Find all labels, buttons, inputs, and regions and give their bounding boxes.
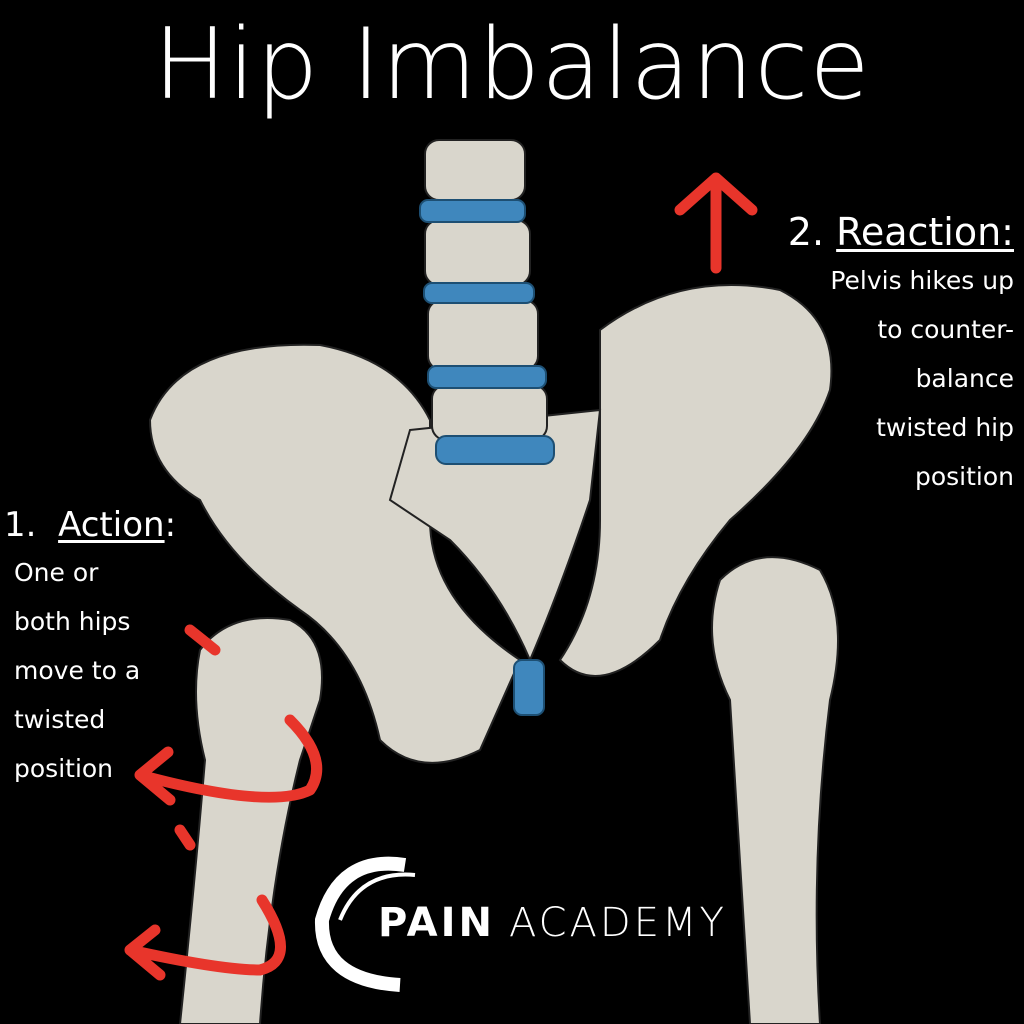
- action-block: 1. Action: One or both hips move to a tw…: [4, 502, 176, 793]
- page-title: Hip Imbalance: [153, 8, 871, 122]
- action-line: One or: [14, 558, 99, 587]
- action-line: position: [14, 754, 114, 783]
- right-ilium: [558, 284, 833, 677]
- reaction-line: Pelvis hikes up: [830, 266, 1014, 295]
- vertebra: [424, 219, 531, 286]
- action-heading: 1. Action:: [4, 502, 176, 548]
- reaction-line: position: [914, 462, 1014, 491]
- reaction-block: 2. Reaction: Pelvis hikes up to counter-…: [788, 208, 1014, 501]
- disc: [435, 435, 555, 465]
- vertebra: [431, 384, 548, 441]
- rotation-arrow-icon: [134, 624, 323, 806]
- action-label: Action: [58, 505, 165, 545]
- action-line: both hips: [14, 607, 131, 636]
- reaction-number: 2.: [787, 210, 825, 254]
- pain-academy-logo: PAIN ACADEMY: [378, 900, 727, 946]
- vertebra: [424, 139, 526, 201]
- action-line: twisted: [14, 705, 106, 734]
- logo-word-academy: ACADEMY: [508, 900, 727, 946]
- reaction-line: balance: [915, 364, 1014, 393]
- reaction-line: to counter-: [877, 315, 1014, 344]
- pubic-symphysis: [513, 659, 545, 716]
- disc: [423, 282, 535, 304]
- disc: [419, 199, 526, 223]
- up-arrow-icon: [674, 172, 758, 274]
- action-number: 1.: [4, 505, 37, 545]
- action-line: move to a: [14, 656, 141, 685]
- action-colon: :: [164, 505, 177, 545]
- reaction-label: Reaction:: [836, 210, 1014, 254]
- logo-word-pain: PAIN: [378, 900, 495, 946]
- reaction-line: twisted hip: [876, 413, 1014, 442]
- reaction-heading: 2. Reaction:: [788, 208, 1014, 256]
- logo-circle-icon: [314, 856, 416, 992]
- vertebra: [427, 299, 539, 371]
- rotation-arrow-icon: [124, 824, 286, 981]
- disc: [427, 365, 547, 389]
- right-femur: [711, 556, 839, 1024]
